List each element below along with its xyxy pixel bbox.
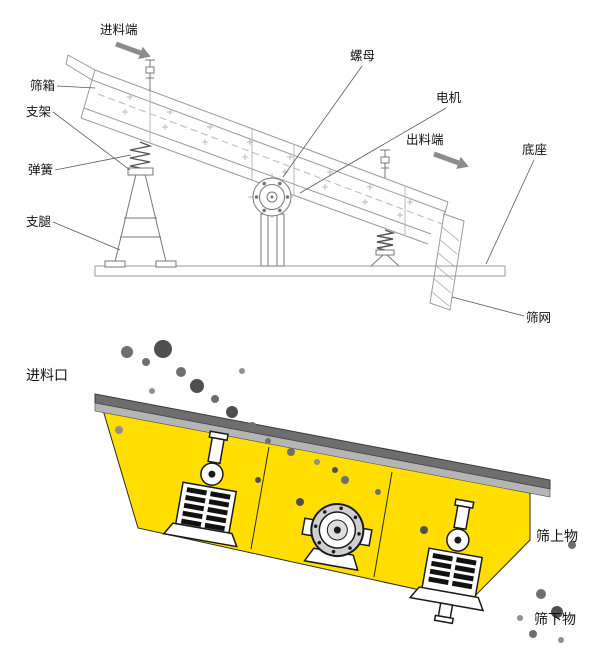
top-labels: 筛箱 支架 弹簧 支腿 进料端 螺母 电机 出料端 底座: [26, 23, 551, 325]
left-spring-assembly: [162, 430, 238, 548]
material-particles: [115, 340, 576, 643]
label-nut: 螺母: [350, 49, 375, 63]
panel-seams: [250, 446, 393, 578]
left-support-stand: [104, 141, 177, 268]
base-outline: [94, 265, 506, 277]
label-support-leg: 支腿: [26, 215, 52, 229]
deck-bar: [94, 393, 551, 498]
label-base: 底座: [522, 142, 547, 157]
label-support-frame: 支架: [26, 105, 51, 119]
technical-drawing: 筛箱 支架 弹簧 支腿 进料端 螺母 电机 出料端 底座: [26, 23, 551, 325]
feed-direction-arrow-icon: [115, 41, 151, 60]
exciter-motor-outline: [248, 173, 296, 221]
vibrator-motor: [301, 503, 373, 572]
discharge-direction-arrow-icon: [433, 151, 469, 170]
middle-support-column: [260, 213, 285, 267]
screen-mesh-tail: [429, 213, 465, 311]
right-spring-assembly: [408, 498, 485, 625]
label-spring: 弹簧: [28, 162, 53, 177]
label-screen-box: 筛箱: [30, 78, 55, 93]
left-tension-bolt: [145, 59, 155, 91]
screen-box-outline: [65, 54, 449, 245]
right-tension-bolt: [380, 149, 390, 178]
label-undersize-material: 筛下物: [534, 611, 576, 627]
working-principle-illustration: 进料口 筛上物 筛下物: [26, 340, 578, 643]
label-oversize-material: 筛上物: [536, 528, 578, 544]
right-support-stand: [370, 229, 400, 267]
label-discharge-end: 出料端: [406, 133, 444, 147]
label-screen-mesh: 筛网: [526, 310, 551, 325]
label-feed-inlet: 进料口: [26, 367, 68, 383]
label-feed-end: 进料端: [100, 23, 138, 37]
label-motor: 电机: [436, 91, 462, 105]
